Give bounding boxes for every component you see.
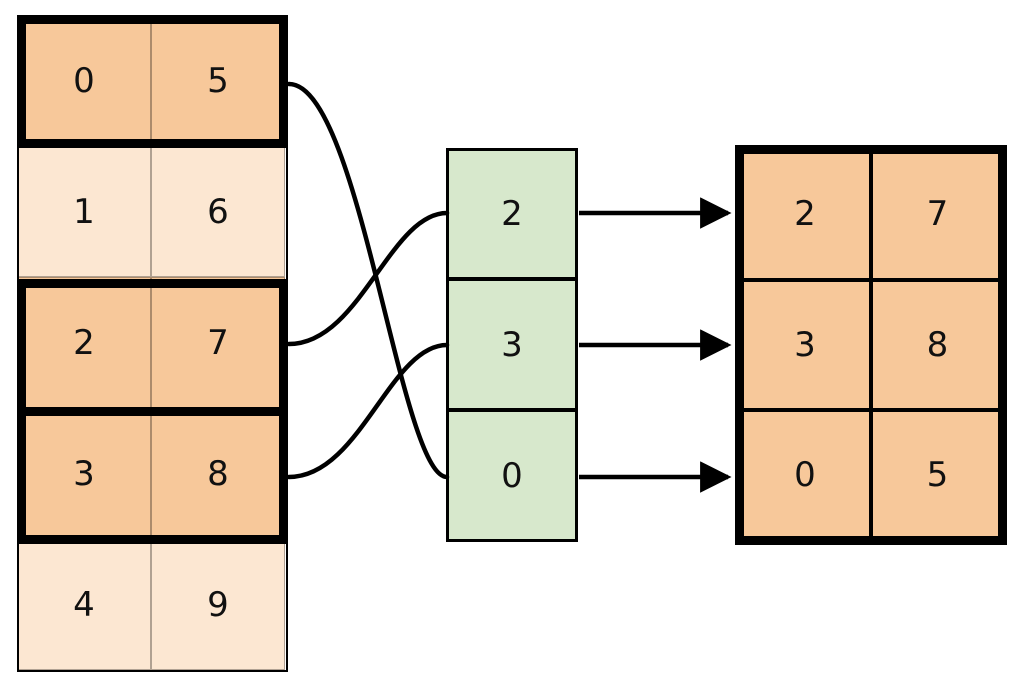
- result-cell-r0c1: 7: [871, 149, 1004, 280]
- curve-row-0-to-slot-2: [286, 81, 450, 480]
- index-vector: 2 3 0: [446, 148, 578, 542]
- source-cell-r4c1: 9: [151, 539, 285, 670]
- result-cell-r2c1: 5: [871, 410, 1004, 541]
- source-table: 0 5 1 6 2 7 3 8 4 9: [17, 15, 288, 672]
- index-cell-1: 3: [446, 279, 578, 410]
- result-cell-r0c0: 2: [739, 149, 871, 280]
- index-cell-2: 0: [446, 410, 578, 541]
- curve-row-2-to-slot-0: [286, 210, 450, 347]
- source-cell-r0c0: 0: [17, 15, 151, 146]
- source-cell-r3c0: 3: [17, 408, 151, 539]
- index-cell-0: 2: [446, 148, 578, 279]
- curve-row-3-to-slot-1: [286, 342, 450, 480]
- result-cell-r2c0: 0: [739, 410, 871, 541]
- source-cell-r2c1: 7: [151, 277, 285, 408]
- result-table: 2 7 3 8 0 5: [739, 149, 1004, 541]
- source-cell-r4c0: 4: [17, 539, 151, 670]
- source-cell-r1c0: 1: [17, 146, 151, 277]
- source-cell-r3c1: 8: [151, 408, 285, 539]
- source-cell-r1c1: 6: [151, 146, 285, 277]
- result-cell-r1c0: 3: [739, 279, 871, 411]
- result-cell-r1c1: 8: [871, 279, 1004, 411]
- source-cell-r0c1: 5: [151, 15, 285, 146]
- source-cell-r2c0: 2: [17, 277, 151, 408]
- source-row-highlight-divider: [17, 407, 288, 416]
